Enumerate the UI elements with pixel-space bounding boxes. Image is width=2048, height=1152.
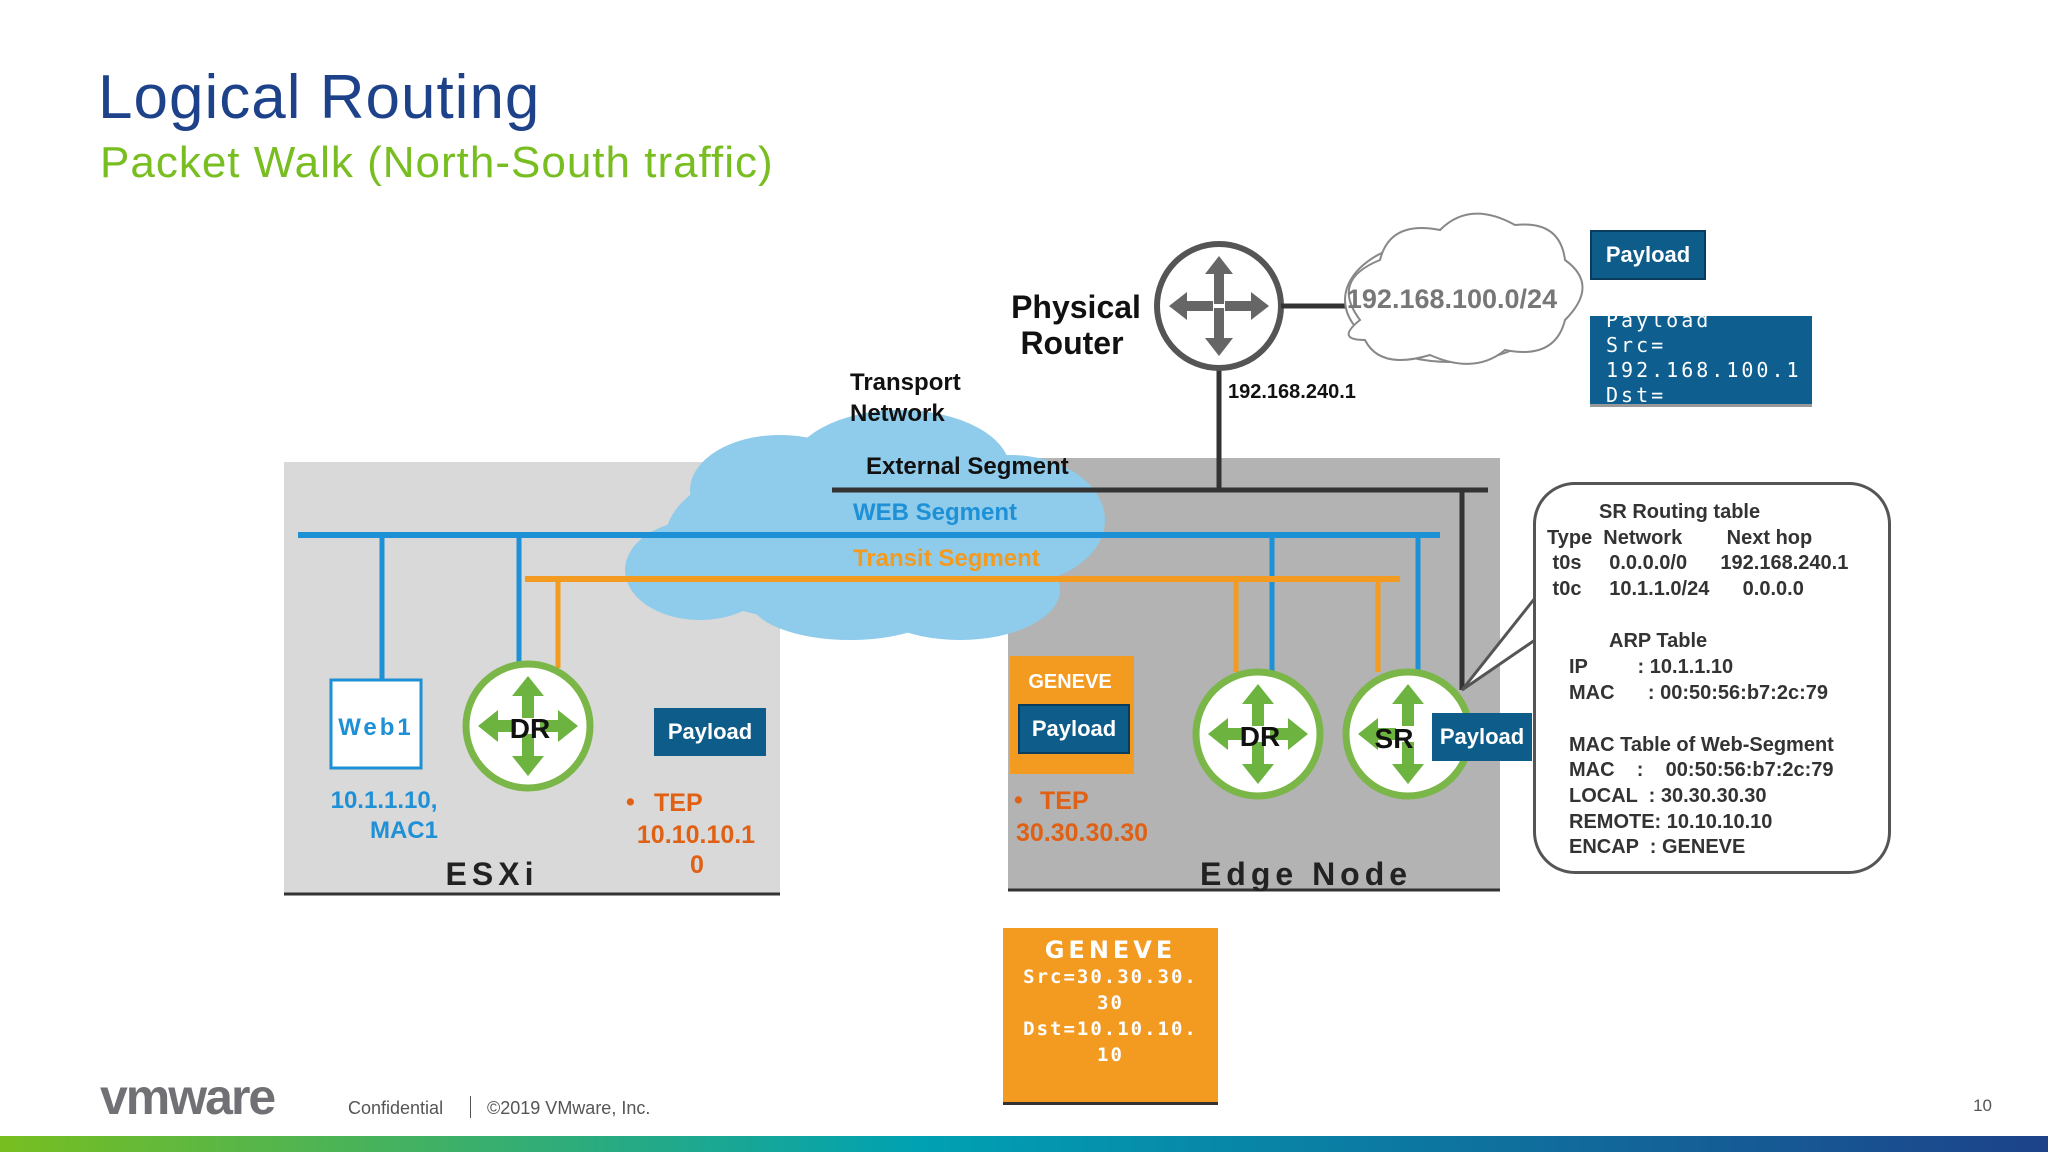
top-payload-box: Payload	[1590, 230, 1706, 280]
geneve-packet-line-4: 10	[1097, 1044, 1124, 1066]
routing-table-row-1: t0s 0.0.0.0/0 192.168.240.1	[1547, 552, 1849, 574]
footer-copyright: ©2019 VMware, Inc.	[487, 1098, 651, 1118]
edge-tep-bullet: •	[1014, 786, 1023, 814]
physical-router-label-2: Router	[1020, 325, 1123, 361]
esxi-tep-ip-2: 0	[690, 851, 704, 879]
transit-segment-label: Transit Segment	[853, 545, 1040, 572]
top-packet-line-4: Dst= 10.1.1.10	[1606, 383, 1667, 407]
edge-sr-router-icon	[1342, 668, 1474, 800]
edge-dr-label: DR	[1240, 721, 1280, 752]
mac-table-mac: MAC : 00:50:56:b7:2c:79	[1569, 759, 1834, 781]
top-packet-line-2: Src=	[1606, 333, 1667, 357]
mac-table-remote: REMOTE: 10.10.10.10	[1569, 811, 1773, 833]
esxi-tep-label: TEP	[654, 789, 703, 817]
edge-payload-box: Payload	[1018, 704, 1130, 754]
footer-divider	[470, 1096, 471, 1118]
esxi-host-label: ESXi	[446, 856, 539, 892]
slide-title: Logical Routing	[98, 63, 541, 132]
footer-confidential: Confidential	[348, 1098, 444, 1118]
page-number: 10	[1973, 1096, 1992, 1115]
uplink-ip-label: 192.168.240.1	[1228, 381, 1356, 403]
top-packet-box: Payload Src= 192.168.100.1 Dst= 10.1.1.1…	[1590, 316, 1812, 407]
edge-sr-label: SR	[1375, 723, 1414, 754]
esxi-dr-router-icon	[462, 660, 594, 792]
mac-table-title: MAC Table of Web-Segment	[1569, 734, 1834, 756]
sr-payload-box: Payload	[1432, 713, 1532, 761]
arp-table-title: ARP Table	[1609, 630, 1708, 652]
edge-node-label: Edge Node	[1200, 856, 1412, 892]
top-packet-line-1: Payload	[1606, 316, 1712, 332]
transport-label-2: Network	[850, 400, 945, 427]
edge-tep-ip: 30.30.30.30	[1016, 819, 1148, 847]
arp-mac-row: MAC : 00:50:56:b7:2c:79	[1569, 682, 1828, 704]
footer-gradient-bar	[0, 1136, 2048, 1152]
physical-router-label-1: Physical	[1011, 289, 1141, 325]
web1-vm-label: Web1	[338, 714, 414, 741]
edge-dr-router-icon	[1192, 668, 1324, 800]
callout-pointer	[1460, 597, 1537, 692]
top-packet-line-3: 192.168.100.1	[1606, 358, 1802, 382]
geneve-packet-line-2: 30	[1097, 992, 1124, 1014]
esxi-dr-label: DR	[510, 713, 550, 744]
geneve-packet-line-3: Dst=10.10.10.	[1023, 1018, 1198, 1040]
esxi-tep-bullet: •	[626, 788, 635, 816]
routing-table-header: Type Network Next hop	[1547, 527, 1813, 549]
mac-table-encap: ENCAP : GENEVE	[1569, 836, 1746, 858]
sr-tables-callout: SR Routing table Type Network Next hop t…	[1533, 482, 1891, 874]
web-segment-label: WEB Segment	[853, 499, 1017, 526]
routing-table-title: SR Routing table	[1599, 501, 1761, 523]
geneve-packet-line-1: Src=30.30.30.	[1023, 966, 1198, 988]
esxi-payload-box: Payload	[654, 708, 766, 756]
geneve-packet-header: GENEVE	[1044, 936, 1177, 964]
routing-table-row-2: t0c 10.1.1.0/24 0.0.0.0	[1547, 578, 1804, 600]
geneve-packet-box: GENEVE Src=30.30.30. 30 Dst=10.10.10. 10	[1003, 928, 1218, 1105]
vm-ip-label: 10.1.1.10,	[331, 787, 438, 814]
esxi-tep-ip-1: 10.10.10.1	[637, 821, 755, 849]
mac-table-local: LOCAL : 30.30.30.30	[1569, 785, 1767, 807]
vmware-logo: vmware	[100, 1069, 276, 1125]
web1-vm-box	[329, 678, 423, 770]
edge-geneve-label: GENEVE	[1028, 671, 1111, 693]
cloud-subnet-label: 192.168.100.0/24	[1347, 284, 1557, 314]
vm-mac-label: MAC1	[370, 817, 438, 844]
slide-subtitle: Packet Walk (North-South traffic)	[100, 138, 774, 187]
transport-label-1: Transport	[850, 369, 961, 396]
edge-tep-label: TEP	[1040, 787, 1089, 815]
external-segment-label: External Segment	[866, 453, 1069, 480]
physical-router-icon	[1154, 241, 1284, 371]
arp-ip-row: IP : 10.1.1.10	[1569, 656, 1734, 678]
